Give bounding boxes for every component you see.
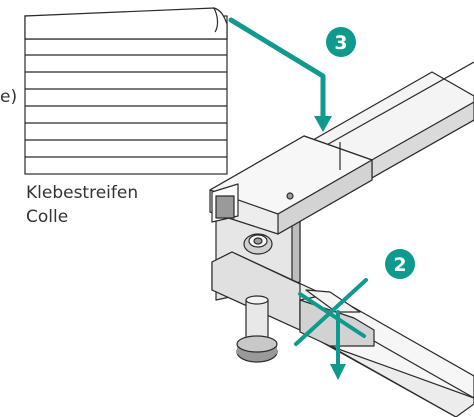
- step-3-arrow: [228, 17, 326, 121]
- peeled-tape-corner: [24, 7, 228, 40]
- step-2-cross-mark: [294, 278, 368, 346]
- step-badge-2-number: 2: [393, 254, 406, 276]
- leveling-foot: [236, 295, 278, 363]
- step-badge-3-number: 3: [334, 32, 347, 54]
- step-badge-2: 2: [385, 249, 415, 279]
- bed-frame-corner: [209, 61, 474, 417]
- step-3-arrowhead: [314, 116, 332, 132]
- step-badge-3: 3: [326, 27, 356, 57]
- step-2-arrowhead: [330, 364, 346, 380]
- tape-caption-german: Klebestreifen: [26, 183, 139, 203]
- tape-caption-french: Colle: [26, 207, 69, 227]
- adhesive-tape-sheet: [24, 7, 228, 175]
- cropped-label-fragment: e): [0, 87, 18, 107]
- bolt-nut: [243, 233, 273, 255]
